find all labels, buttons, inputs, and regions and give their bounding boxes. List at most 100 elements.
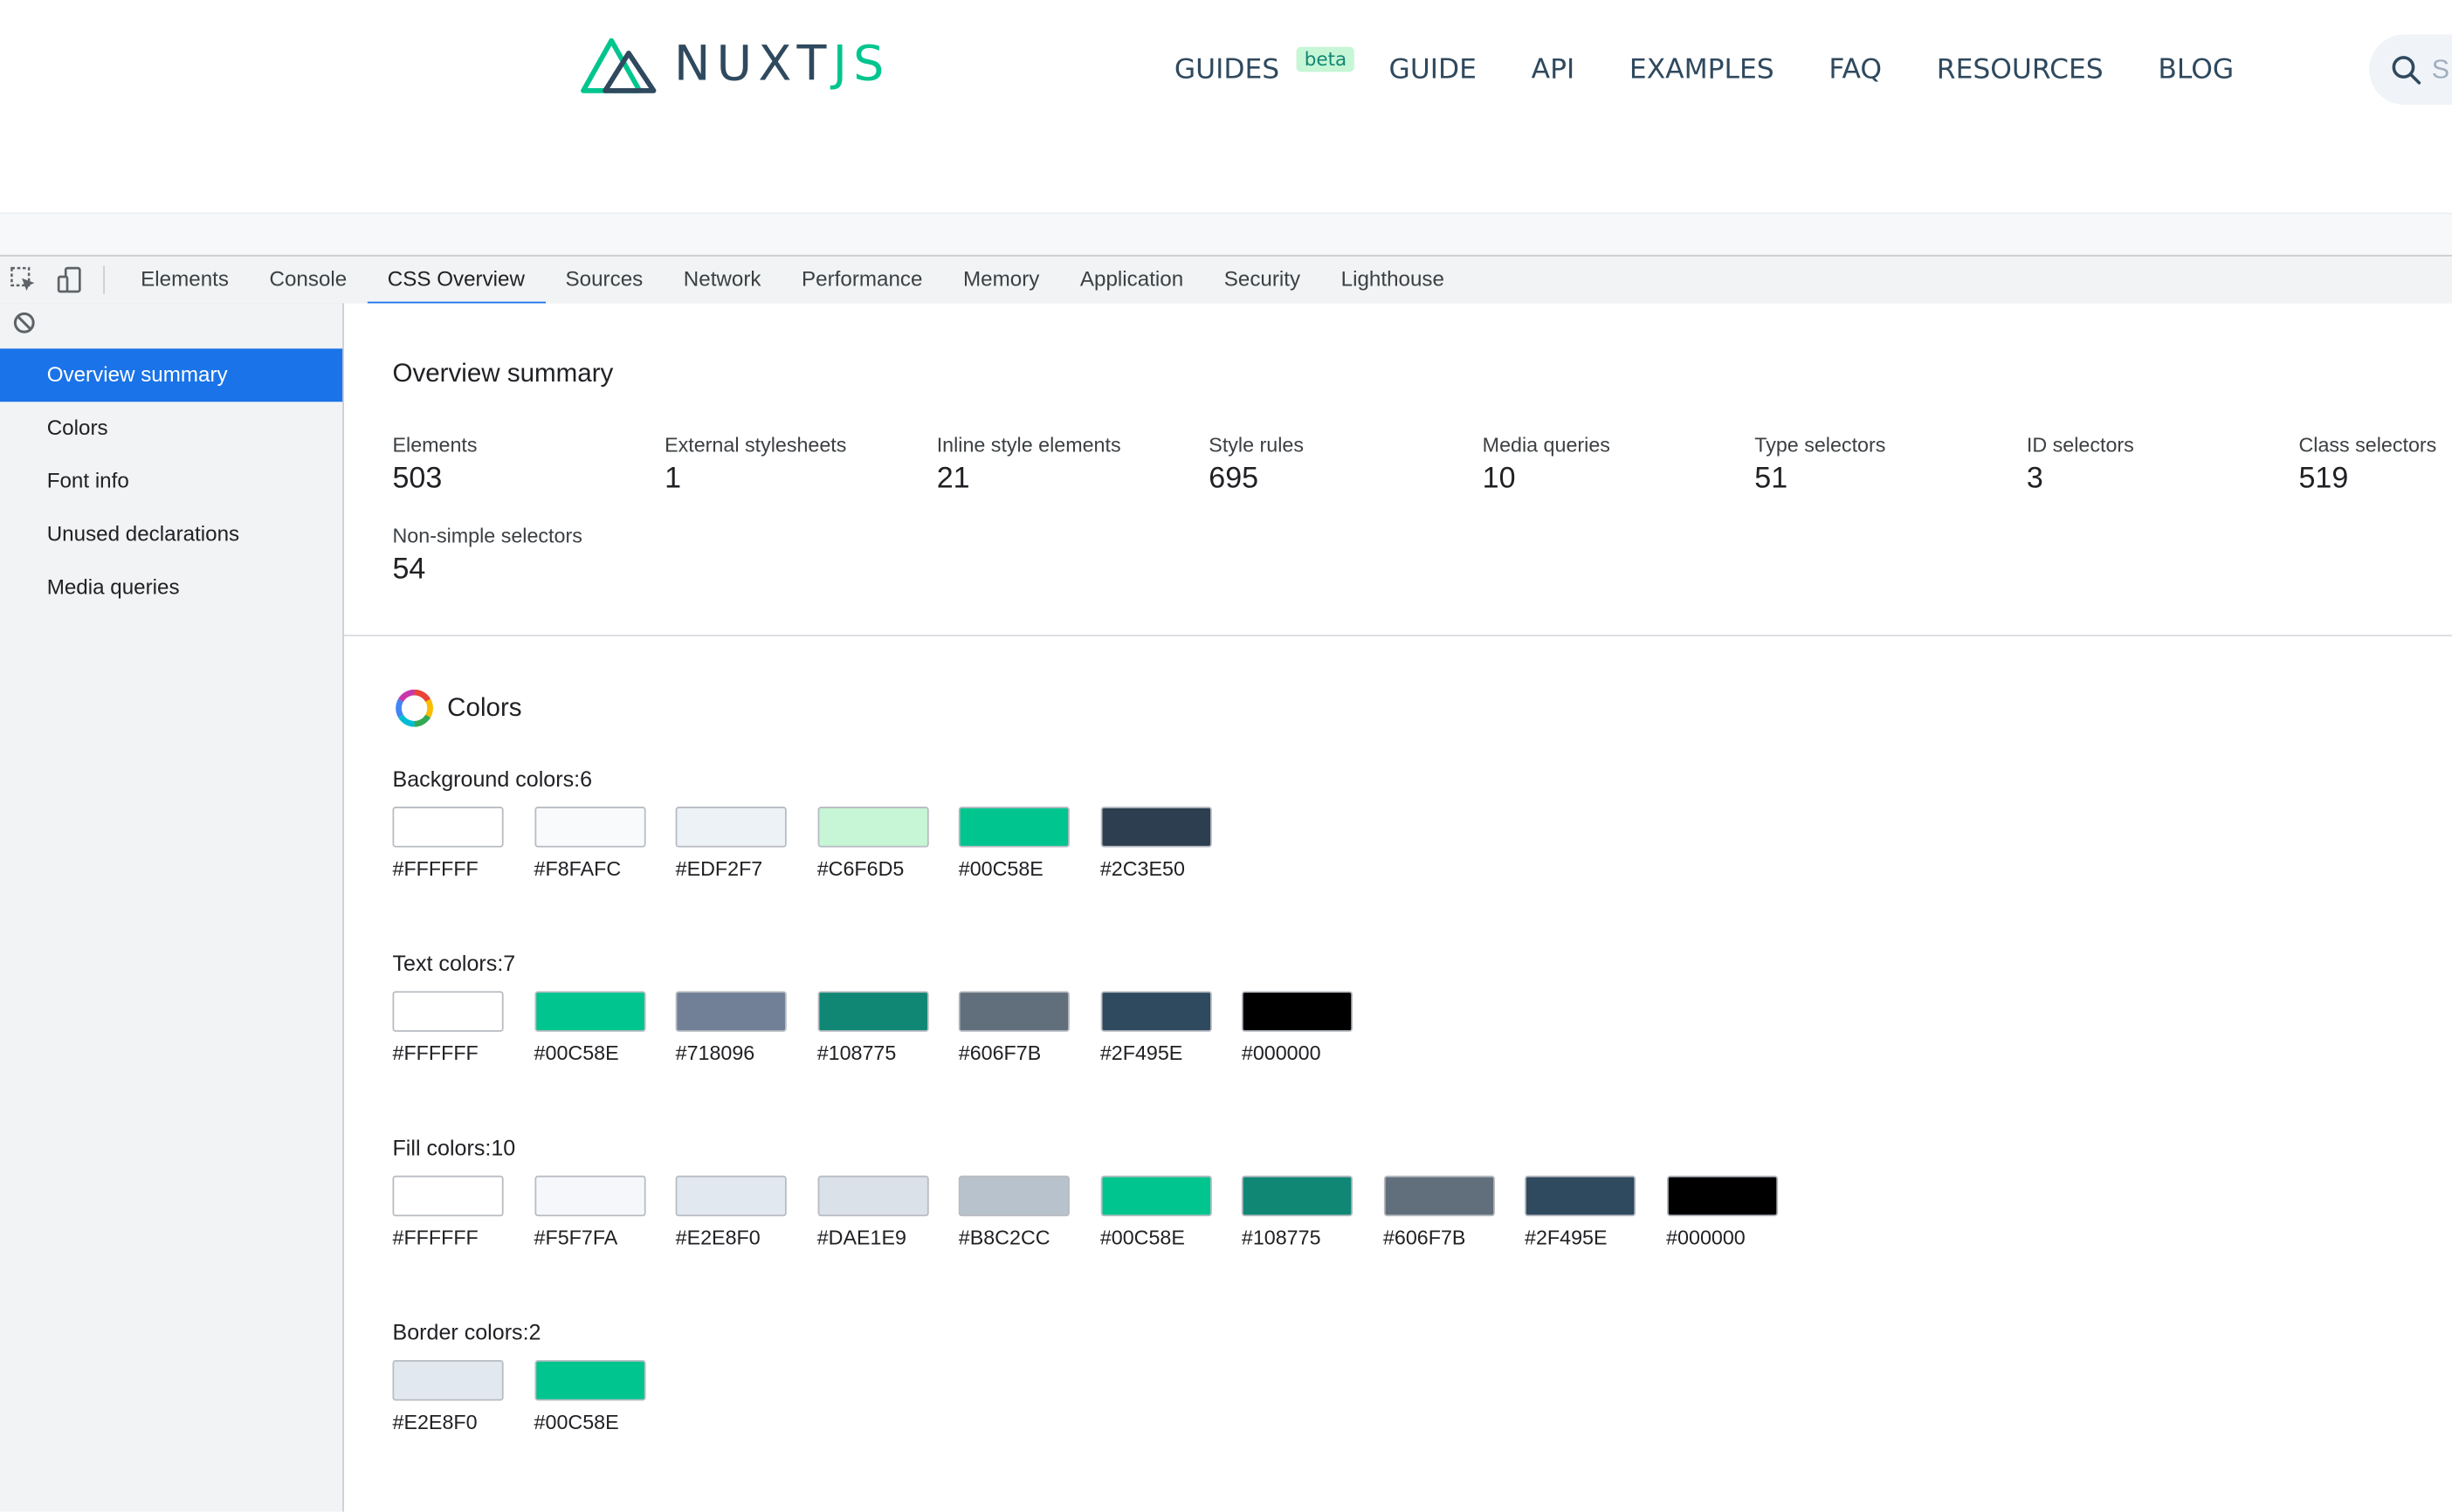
color-hex-label: #000000 (1666, 1225, 1746, 1249)
inspect-element-icon[interactable] (0, 257, 47, 304)
color-hex-label: #C6F6D5 (816, 856, 905, 881)
tab-network[interactable]: Network (683, 267, 761, 292)
fill-colors-group: Fill colors:10 #FFFFFF#F5F7FA#E2E8F0#DAE… (392, 1135, 1808, 1249)
color-hex-label: #606F7B (1382, 1225, 1466, 1249)
nav-faq[interactable]: FAQ (1829, 54, 1883, 86)
color-hex-label: #00C58E (534, 1041, 619, 1065)
color-swatch: #00C58E (958, 807, 1100, 880)
stat-type-selectors: Type selectors 51 (1754, 433, 2020, 497)
color-swatch-box[interactable] (958, 807, 1070, 848)
tab-application[interactable]: Application (1079, 267, 1184, 292)
color-hex-label: #2F495E (1099, 1041, 1183, 1065)
stat-value: 21 (936, 463, 970, 496)
stat-label: ID selectors (2026, 433, 2134, 457)
color-swatch-box[interactable] (958, 1175, 1070, 1217)
color-swatch-box[interactable] (1525, 1175, 1636, 1217)
color-swatch-box[interactable] (1666, 1175, 1778, 1217)
color-swatch: #FFFFFF (392, 991, 534, 1065)
group-label: Background colors:6 (392, 766, 593, 792)
nav-examples[interactable]: EXAMPLES (1629, 54, 1774, 86)
clear-icon[interactable] (12, 310, 36, 341)
swatch-row: #FFFFFF#F5F7FA#E2E8F0#DAE1E9#B8C2CC#00C5… (392, 1175, 1808, 1249)
stat-label: External stylesheets (665, 433, 847, 457)
color-swatch: #2C3E50 (1099, 807, 1242, 881)
tab-elements[interactable]: Elements (141, 267, 229, 292)
color-swatch: #606F7B (958, 991, 1100, 1065)
color-swatch-box[interactable] (392, 1175, 504, 1217)
tab-css-overview[interactable]: CSS Overview (367, 257, 546, 306)
tab-sources[interactable]: Sources (565, 267, 644, 292)
color-swatch-box[interactable] (1382, 1175, 1495, 1217)
background-colors-group: Background colors:6 #FFFFFF#F8FAFC#EDF2F… (392, 766, 1241, 880)
color-swatch-box[interactable] (534, 1175, 645, 1217)
stat-value: 519 (2298, 463, 2349, 496)
color-swatch-box[interactable] (1099, 991, 1211, 1032)
color-swatch-box[interactable] (534, 807, 645, 848)
color-hex-label: #B8C2CC (958, 1225, 1050, 1249)
color-swatch-box[interactable] (392, 807, 504, 848)
color-swatch: #108775 (1241, 1175, 1383, 1249)
sidebar-item-overview-summary[interactable]: Overview summary (0, 348, 343, 402)
color-swatch-box[interactable] (675, 991, 787, 1032)
color-swatch-box[interactable] (392, 1359, 504, 1401)
color-hex-label: #00C58E (534, 1410, 619, 1434)
logo-text-nuxt: NUXT (673, 36, 833, 93)
text-colors-group: Text colors:7 #FFFFFF#00C58E#718096#1087… (392, 951, 1382, 1065)
device-toolbar-icon[interactable] (47, 257, 94, 304)
color-swatch: #00C58E (1099, 1175, 1242, 1249)
nav-blog[interactable]: BLOG (2158, 54, 2235, 86)
color-swatch: #B8C2CC (958, 1175, 1100, 1249)
sidebar-item-media-queries[interactable]: Media queries (46, 575, 180, 599)
color-hex-label: #2C3E50 (1099, 856, 1185, 881)
stat-value: 3 (2026, 463, 2043, 496)
color-swatch-box[interactable] (1241, 1175, 1353, 1217)
stat-non-simple-selectors: Non-simple selectors 54 (392, 524, 658, 588)
color-swatch-box[interactable] (534, 991, 645, 1032)
tab-performance[interactable]: Performance (802, 267, 923, 292)
color-hex-label: #F8FAFC (534, 856, 622, 881)
sidebar-item-font-info[interactable]: Font info (46, 469, 129, 493)
sidebar-item-colors[interactable]: Colors (46, 416, 108, 440)
stat-value: 695 (1209, 463, 1259, 496)
color-hex-label: #F5F7FA (534, 1225, 618, 1249)
color-swatch-box[interactable] (675, 807, 787, 848)
color-swatch-box[interactable] (816, 807, 928, 848)
color-swatch-box[interactable] (958, 991, 1070, 1032)
tab-lighthouse[interactable]: Lighthouse (1340, 267, 1444, 292)
stat-inline-style-elements: Inline style elements 21 (937, 433, 1202, 497)
color-swatch-box[interactable] (675, 1175, 787, 1217)
tab-console[interactable]: Console (269, 267, 348, 292)
stat-label: Elements (392, 433, 478, 457)
sidebar-item-unused-declarations[interactable]: Unused declarations (46, 522, 240, 546)
color-swatch-box[interactable] (1099, 807, 1211, 848)
color-swatch-box[interactable] (816, 1175, 928, 1217)
color-swatch-box[interactable] (392, 991, 504, 1032)
site-search[interactable]: S (2369, 34, 2452, 105)
color-hex-label: #718096 (675, 1041, 755, 1065)
group-label: Text colors:7 (392, 950, 516, 976)
stat-value: 51 (1754, 463, 1788, 496)
color-swatch: #FFFFFF (392, 1175, 534, 1249)
color-wheel-icon (396, 689, 434, 727)
color-hex-label: #FFFFFF (392, 1225, 479, 1249)
nuxt-logo[interactable]: NUXTJS (580, 31, 890, 97)
color-swatch-box[interactable] (1241, 991, 1353, 1032)
color-swatch-box[interactable] (534, 1359, 645, 1401)
css-overview-sidebar: Overview summary Colors Font info Unused… (0, 303, 344, 1512)
color-swatch-box[interactable] (1099, 1175, 1211, 1217)
tab-memory[interactable]: Memory (963, 267, 1040, 292)
swatch-row: #FFFFFF#00C58E#718096#108775#606F7B#2F49… (392, 991, 1382, 1065)
nav-api[interactable]: API (1531, 54, 1575, 86)
nav-guide[interactable]: GUIDE (1388, 54, 1477, 86)
logo-text: NUXTJS (674, 31, 891, 97)
color-swatch: #2F495E (1525, 1175, 1666, 1249)
color-swatch-box[interactable] (816, 991, 928, 1032)
color-swatch: #E2E8F0 (675, 1175, 817, 1249)
stat-label: Class selectors (2298, 433, 2437, 457)
page-content-strip (0, 212, 2452, 257)
nav-resources[interactable]: RESOURCES (1936, 54, 2104, 86)
border-colors-group: Border colors:2 #E2E8F0#00C58E (392, 1319, 675, 1433)
color-swatch: #000000 (1666, 1175, 1808, 1249)
tab-security[interactable]: Security (1223, 267, 1301, 292)
